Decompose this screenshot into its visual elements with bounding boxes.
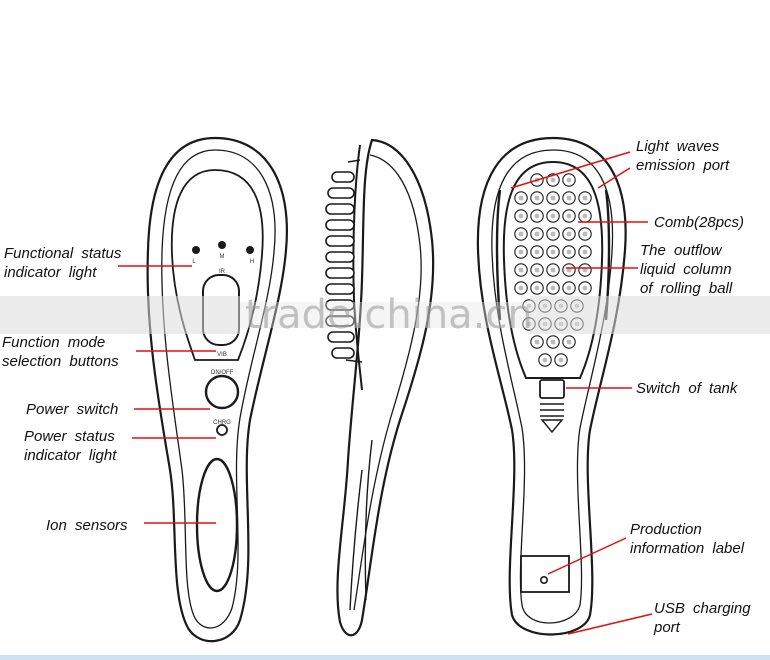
comb-pin-center [550,267,556,273]
comb-pin-center [518,213,524,219]
comb-pin-center [534,231,540,237]
label-switch-tank: Switch of tank [636,379,737,398]
comb-pin-center [558,357,564,363]
label-production: Production information label [630,520,744,558]
label-switch-tank-line1: Switch of tank [636,380,738,397]
mark-h: H [250,259,254,265]
label-ion-sensors-line1: Ion sensors [46,517,128,534]
label-functional-status-line2: indicator light [4,264,97,281]
label-power-status-line2: indicator light [24,447,117,464]
watermark-band [0,292,770,338]
label-comb-line1: Comb(28pcs) [654,214,745,231]
comb-pin-center [582,249,588,255]
comb-pin-center [534,195,540,201]
label-usb: USB charging port [654,599,751,637]
label-function-mode: Function mode selection buttons [2,333,119,371]
comb-pin-center [550,231,556,237]
comb-pin-center [534,213,540,219]
label-power-switch-line1: Power switch [26,401,119,418]
label-functional-status-line1: Functional status [4,245,122,262]
bottom-strip [0,655,770,660]
comb-pin-center [534,285,540,291]
label-light-waves: Light waves emission port [636,137,729,175]
label-outflow: The outflow liquid column of rolling bal… [640,241,732,298]
side-bristles [325,171,355,359]
comb-pin-center [518,267,524,273]
front-marks: L M H IR VIB ON/OFF CHRG [192,254,254,426]
comb-pin-center [534,267,540,273]
comb-pin-center [582,213,588,219]
led-h [246,246,254,254]
label-outflow-line1: The outflow [640,242,722,259]
comb-pin-center [518,231,524,237]
comb-pin-center [566,231,572,237]
comb-pin-center [518,195,524,201]
comb-pin-center [550,285,556,291]
side-view [336,138,435,637]
comb-pin-center [566,339,572,345]
comb-pin-center [550,249,556,255]
label-outflow-line3: of rolling ball [640,280,733,297]
comb-pin-center [582,231,588,237]
comb-pin-center [566,267,572,273]
label-functional-status: Functional status indicator light [4,244,121,282]
mark-m: M [220,254,225,260]
label-production-line2: information label [630,540,745,557]
leader-lines [118,151,653,635]
label-light-waves-line2: emission port [636,157,730,174]
label-function-mode-line1: Function mode [2,334,106,351]
comb-pin-center [566,177,572,183]
label-ion-sensors: Ion sensors [46,516,128,535]
label-function-mode-line2: selection buttons [2,353,119,370]
label-power-switch: Power switch [26,400,118,419]
label-light-waves-line1: Light waves [636,138,720,155]
led-m [218,241,226,249]
mark-l: L [192,259,196,265]
label-production-line1: Production [630,521,702,538]
mark-chrg: CHRG [213,420,231,426]
comb-pin-center [566,249,572,255]
comb-pin-center [550,213,556,219]
label-power-status: Power status indicator light [24,427,116,465]
watermark-text: trade.china.cn [245,292,533,338]
mark-vib: VIB [217,352,227,358]
comb-pin-center [534,249,540,255]
front-leds [192,241,254,254]
comb-pin-center [582,285,588,291]
comb-pin-center [566,195,572,201]
comb-pin-center [566,213,572,219]
mark-onoff: ON/OFF [211,370,234,376]
front-view [146,136,288,643]
comb-pin-center [534,339,540,345]
comb-pin-center [550,339,556,345]
label-usb-line1: USB charging [654,600,751,617]
label-usb-line2: port [654,619,680,636]
label-power-status-line1: Power status [24,428,115,445]
comb-pin-center [582,267,588,273]
comb-pin-center [542,357,548,363]
label-comb: Comb(28pcs) [654,213,744,232]
mark-ir: IR [219,269,226,275]
label-outflow-line2: liquid column [640,261,732,278]
led-l [192,246,200,254]
watermark-band-art [0,296,770,334]
comb-pin-center [518,285,524,291]
comb-pin-center [566,285,572,291]
comb-pin-center [518,249,524,255]
comb-pin-center [582,195,588,201]
comb-pin-center [550,177,556,183]
comb-pin-center [550,195,556,201]
